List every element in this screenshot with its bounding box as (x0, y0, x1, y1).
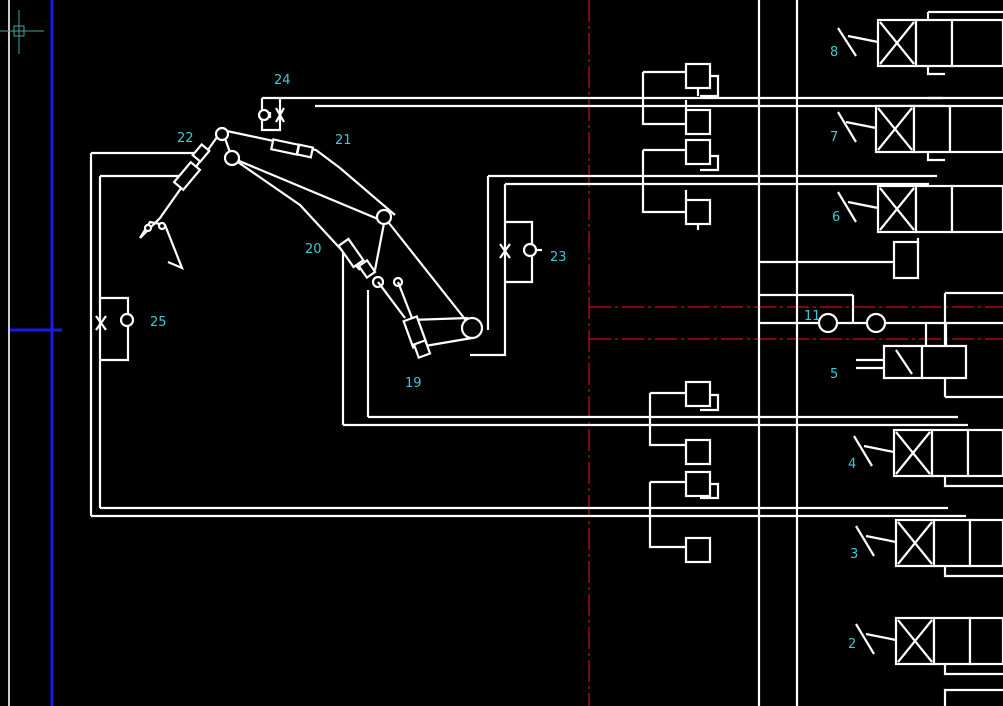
label-4: 4 (848, 457, 856, 472)
label-21: 21 (335, 133, 352, 148)
directional-valve-2 (855, 616, 1003, 706)
pumps-11 (817, 312, 1003, 334)
label-22: 22 (177, 131, 194, 146)
label-5: 5 (830, 367, 838, 382)
label-3: 3 (850, 547, 858, 562)
label-20: 20 (305, 242, 322, 257)
cylinder-21 (269, 138, 315, 159)
label-19: 19 (405, 376, 422, 391)
component-labels: 24 22 21 20 23 25 19 11 8 7 6 5 4 3 2 (150, 45, 858, 652)
label-24: 24 (274, 73, 291, 88)
directional-valve-7 (837, 96, 1003, 162)
directional-valve-6 (837, 184, 1003, 280)
cylinder-20 (337, 237, 377, 280)
label-23: 23 (550, 250, 567, 265)
check-valve-25 (95, 296, 135, 362)
cylinder-22 (172, 142, 211, 192)
cad-crosshair-cursor[interactable] (0, 10, 44, 54)
directional-valve-4 (853, 428, 1003, 488)
directional-valve-8 (837, 10, 1003, 76)
working-lines (89, 96, 968, 518)
cylinder-19 (377, 281, 432, 360)
directional-valve-5 (856, 323, 968, 380)
relief-valves-upper (641, 62, 720, 230)
drawing-frame (8, 0, 62, 706)
label-8: 8 (830, 45, 838, 60)
excavator-arm (139, 126, 484, 348)
label-7: 7 (830, 130, 838, 145)
directional-valve-3 (855, 518, 1003, 578)
label-25: 25 (150, 315, 167, 330)
check-valve-24 (257, 98, 285, 132)
label-6: 6 (832, 210, 840, 225)
check-valve-23 (499, 220, 542, 284)
label-2: 2 (848, 637, 856, 652)
label-11: 11 (804, 309, 821, 324)
relief-valves-lower (648, 380, 720, 564)
